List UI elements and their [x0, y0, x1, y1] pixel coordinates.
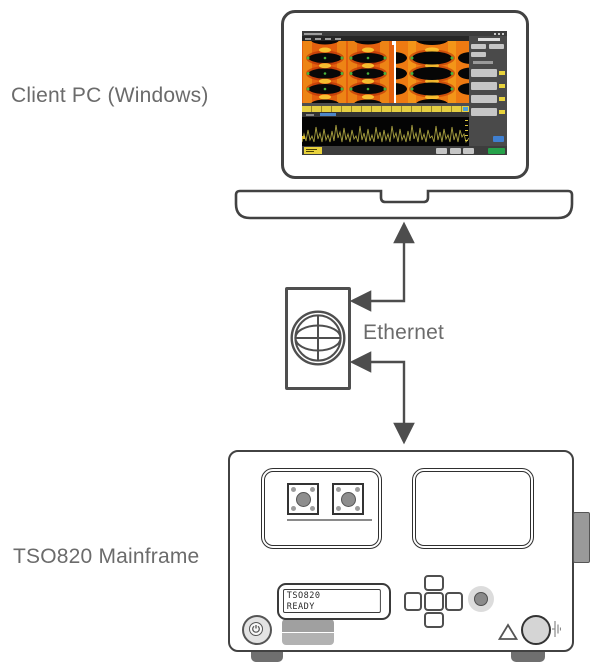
ethernet-hub-box	[285, 287, 351, 390]
strip-zoom-icon	[463, 107, 468, 111]
mainframe-label: TSO820 Mainframe	[13, 545, 200, 568]
dpad-right-button	[445, 592, 463, 611]
eye-diagram-left-panel	[302, 41, 394, 103]
dpad-left-button	[404, 592, 422, 611]
lcd-line2: READY	[286, 601, 315, 612]
eye-diagram-right-panel	[396, 41, 469, 103]
sampling-module-slot-right	[412, 468, 534, 549]
laptop-base	[234, 189, 574, 220]
tektronix-logo	[478, 38, 500, 41]
scope-menubar	[302, 36, 469, 41]
ethernet-label: Ethernet	[363, 321, 444, 344]
scope-sidebar	[469, 36, 507, 146]
module-underline	[287, 519, 372, 521]
optical-connector-1	[287, 483, 319, 515]
dpad-up-button	[424, 575, 444, 591]
lcd-line1: TSO820	[286, 591, 321, 601]
power-button	[242, 615, 272, 645]
cursor-marker	[392, 41, 398, 45]
channel-badge	[304, 147, 322, 154]
scope-waveform-panel	[302, 117, 470, 146]
eye-panel-divider	[394, 41, 396, 103]
client-pc-label: Client PC (Windows)	[11, 84, 209, 107]
select-knob	[468, 586, 494, 612]
arrow-ethernet-to-mainframe	[349, 351, 415, 445]
run-button	[488, 147, 505, 154]
globe-grid-icon	[290, 310, 346, 366]
scope-titlebar	[302, 31, 507, 36]
vent-block	[282, 619, 334, 645]
dpad-down-button	[424, 612, 444, 628]
mainframe-body	[228, 450, 574, 652]
sidebar-blue-button	[493, 136, 504, 142]
sampling-module-slot-left	[261, 468, 382, 549]
ground-terminal-icon	[552, 621, 561, 637]
scope-tab-row	[302, 112, 469, 117]
dpad-center-button	[424, 592, 444, 611]
ground-terminal	[521, 615, 551, 645]
arrow-ethernet-to-pc	[349, 221, 415, 312]
waveform-trace	[302, 124, 470, 144]
warning-triangle-icon	[498, 623, 518, 640]
scope-overview-strip	[302, 106, 469, 112]
optical-connector-2	[332, 483, 364, 515]
power-icon	[251, 624, 260, 633]
side-handle	[573, 512, 590, 563]
scope-bottom-toolbar	[302, 146, 507, 155]
lcd-display: TSO820 READY	[277, 583, 391, 620]
trace-handle	[302, 136, 305, 139]
laptop-screen-content	[302, 31, 507, 155]
waveform-tab	[320, 113, 336, 116]
scope-separator	[302, 103, 469, 106]
